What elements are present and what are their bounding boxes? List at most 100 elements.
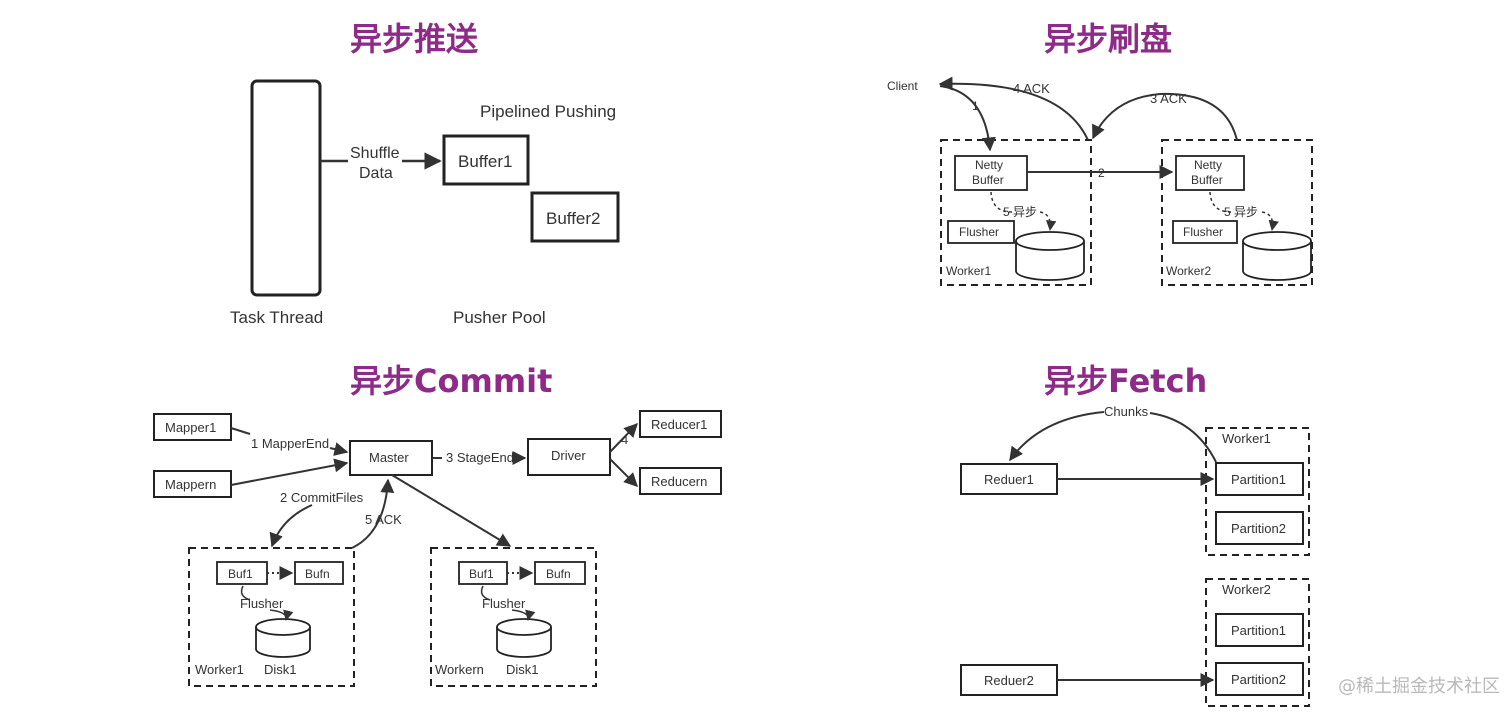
wn-flusher-label: Flusher xyxy=(482,596,526,611)
commitfiles-label: 2 CommitFiles xyxy=(280,490,364,505)
driver-label: Driver xyxy=(551,448,586,463)
w2-partition2-box xyxy=(1215,662,1304,696)
driver-reducern-arrow xyxy=(609,458,638,487)
commit-workern-box xyxy=(430,547,597,687)
async-fetch-diagram: Chunks Reduer1 Reduer2 Worker1 Worker2 P… xyxy=(960,404,1310,707)
netty1-line2: Buffer xyxy=(972,173,1004,187)
ack4-arrow xyxy=(938,76,1089,141)
reducer1-label: Reducer1 xyxy=(651,417,707,432)
flush1-dash-a xyxy=(990,191,1013,213)
commit-worker1-box xyxy=(188,547,355,687)
pipelined-label: Pipelined Pushing xyxy=(480,102,616,121)
watermark: @稀土掘金技术社区 xyxy=(1338,676,1500,697)
mappern-label: Mappern xyxy=(165,477,216,492)
fetch-worker1-label: Worker1 xyxy=(1222,431,1271,446)
async-flush-diagram: Client 4 ACK 3 ACK 1 2 Netty Buffer Nett… xyxy=(887,76,1313,286)
netty2-line1: Netty xyxy=(1194,158,1222,172)
chunks-label: Chunks xyxy=(1104,404,1149,419)
w2-partition2-label: Partition2 xyxy=(1231,672,1286,687)
wn-flusher-curve-b xyxy=(511,609,536,622)
buffer1-label: Buffer1 xyxy=(458,152,513,171)
chunks-curve-a xyxy=(1149,412,1217,463)
disk1-cylinder xyxy=(1015,231,1085,281)
flush2-dash-b xyxy=(1261,211,1279,232)
wn-disk1-label: Disk1 xyxy=(506,662,539,677)
netty-buffer2-box xyxy=(1175,155,1245,191)
w1-partition1-label: Partition1 xyxy=(1231,472,1286,487)
mapper1-label: Mapper1 xyxy=(165,420,216,435)
reducer1-box xyxy=(639,410,722,438)
reducern-label: Reducern xyxy=(651,474,707,489)
master-workern-arrow xyxy=(391,474,512,547)
task-thread-box xyxy=(250,79,322,297)
commit-workern-label: Workern xyxy=(435,662,484,677)
task-thread-label: Task Thread xyxy=(230,308,323,327)
reducern-box xyxy=(639,467,722,495)
pusher-pool-label: Pusher Pool xyxy=(453,308,546,327)
flusher2-box xyxy=(1172,220,1238,244)
ack3-arrow xyxy=(1092,92,1238,141)
w1-flusher-label: Flusher xyxy=(240,596,284,611)
flush-worker1-label: Worker1 xyxy=(946,264,991,278)
mapperend-label: 1 MapperEnd xyxy=(251,436,329,451)
flush2-dash-a xyxy=(1209,191,1232,213)
flusher1-label: Flusher xyxy=(959,225,999,239)
mapper1-arrow xyxy=(329,442,349,456)
w1-disk-cylinder xyxy=(255,618,311,658)
chunks-curve-b xyxy=(1009,411,1105,462)
wn-bufn-box xyxy=(534,561,586,585)
async-commit-title: 异步Commit xyxy=(350,362,553,400)
async-push-diagram: Shuffle Data Pipelined Pushing Buffer1 B… xyxy=(230,79,620,327)
w1-bufn-label: Bufn xyxy=(305,567,330,581)
client-label: Client xyxy=(887,79,918,93)
step4-label: 4 xyxy=(621,432,628,447)
flusher2-label: Flusher xyxy=(1183,225,1223,239)
driver-box xyxy=(527,438,611,476)
wn-disk-cylinder xyxy=(496,618,552,658)
netty2-line2: Buffer xyxy=(1191,173,1223,187)
step2-label: 2 xyxy=(1098,166,1105,180)
mapper1-line xyxy=(230,427,251,435)
flush-worker2-label: Worker2 xyxy=(1166,264,1211,278)
w1-flusher-curve-a xyxy=(240,585,251,601)
buffer2-label: Buffer2 xyxy=(546,209,601,228)
fetch-worker2-label: Worker2 xyxy=(1222,582,1271,597)
fetch-worker1-box xyxy=(1205,427,1310,556)
reduer1-label: Reduer1 xyxy=(984,472,1034,487)
mapper1-box xyxy=(153,413,232,441)
w1-partition1-box xyxy=(1215,462,1304,496)
flush1-dash-b xyxy=(1039,211,1057,232)
stageend-label: 3 StageEnd xyxy=(446,450,514,465)
reduer1-box xyxy=(960,463,1058,495)
flush-worker1-box xyxy=(940,139,1092,286)
master-label: Master xyxy=(369,450,409,465)
reduer2-label: Reduer2 xyxy=(984,673,1034,688)
buffer2-box xyxy=(530,191,620,243)
ack4-label: 4 ACK xyxy=(1013,81,1050,96)
w1-flusher-curve-b xyxy=(269,609,294,622)
async-flush-title: 异步刷盘 xyxy=(1044,20,1173,58)
step1-label: 1 xyxy=(972,99,979,113)
ack5-arrow xyxy=(351,478,395,549)
commit-worker1-label: Worker1 xyxy=(195,662,244,677)
w1-partition2-box xyxy=(1215,511,1304,545)
fetch-worker2-box xyxy=(1205,578,1310,707)
w1-bufn-box xyxy=(294,561,344,585)
ack3-label: 3 ACK xyxy=(1150,91,1187,106)
wn-buf1-label: Buf1 xyxy=(469,567,494,581)
ack5-label: 5 ACK xyxy=(365,512,402,527)
wn-bufn-label: Bufn xyxy=(546,567,571,581)
flusher1-box xyxy=(947,220,1015,244)
data-label: Data xyxy=(359,165,393,182)
commitfiles-arrow xyxy=(269,504,313,548)
async5-label-1: 5 异步 xyxy=(1003,205,1037,219)
mappern-arrow xyxy=(230,458,349,486)
w1-disk1-label: Disk1 xyxy=(264,662,297,677)
async-commit-diagram: Mapper1 Mappern 1 MapperEnd Master 3 Sta… xyxy=(153,410,722,687)
disk2-cylinder xyxy=(1242,231,1312,281)
netty-buffer1-box xyxy=(954,155,1028,191)
async-fetch-title: 异步Fetch xyxy=(1044,362,1208,400)
w2-partition1-label: Partition1 xyxy=(1231,623,1286,638)
buffer1-box xyxy=(442,134,530,186)
